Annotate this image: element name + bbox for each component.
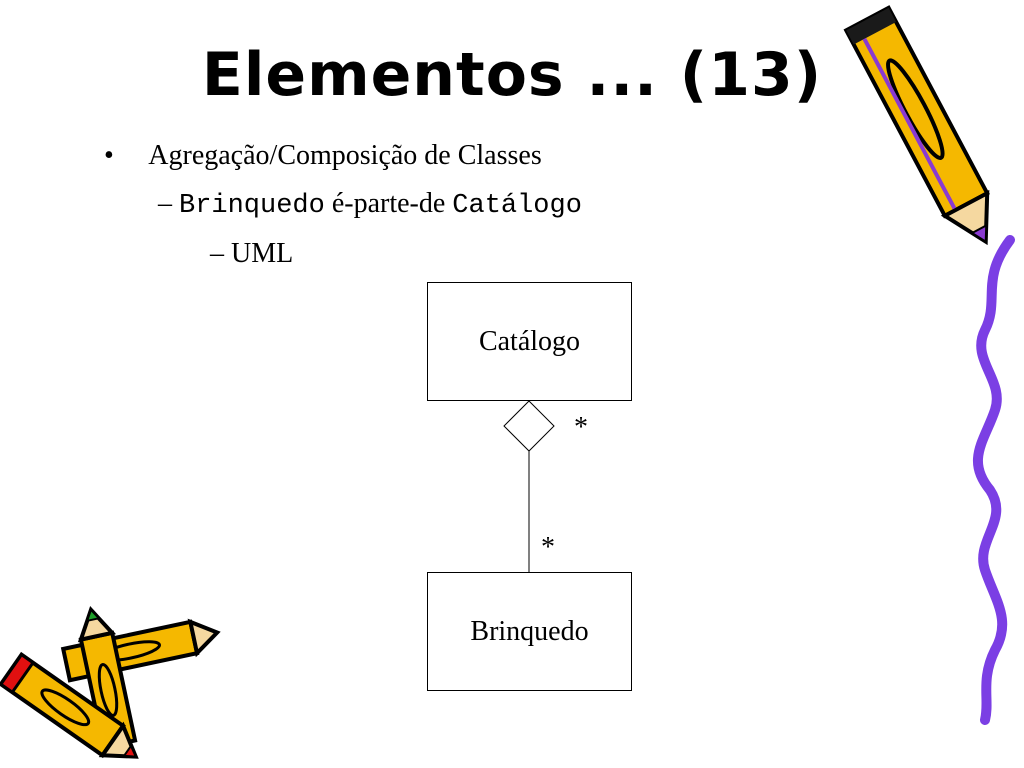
bullet-level2: – Brinquedo é-parte-de Catálogo	[158, 188, 582, 221]
bullet-text: Agregação/Composição de Classes	[148, 140, 542, 171]
bullet-marker: •	[104, 140, 114, 171]
uml-class-label: Catálogo	[478, 325, 581, 357]
relation-text: é-parte-de	[331, 188, 446, 219]
uml-class-catalogo: Catálogo	[427, 282, 632, 401]
bullet-level1: • Agregação/Composição de Classes	[104, 140, 542, 172]
class-name-catalogo: Catálogo	[452, 191, 582, 221]
multiplicity-whole: *	[574, 412, 588, 443]
multiplicity-part: *	[541, 532, 555, 563]
bullet-text: UML	[231, 238, 294, 269]
bullet-marker: –	[158, 188, 172, 219]
uml-class-brinquedo: Brinquedo	[427, 572, 632, 691]
slide-title: Elementos ... (13)	[201, 40, 823, 110]
bullet-level3: – UML	[210, 238, 293, 270]
class-name-brinquedo: Brinquedo	[179, 191, 325, 221]
bullet-marker: –	[210, 238, 224, 269]
uml-class-label: Brinquedo	[470, 615, 589, 647]
